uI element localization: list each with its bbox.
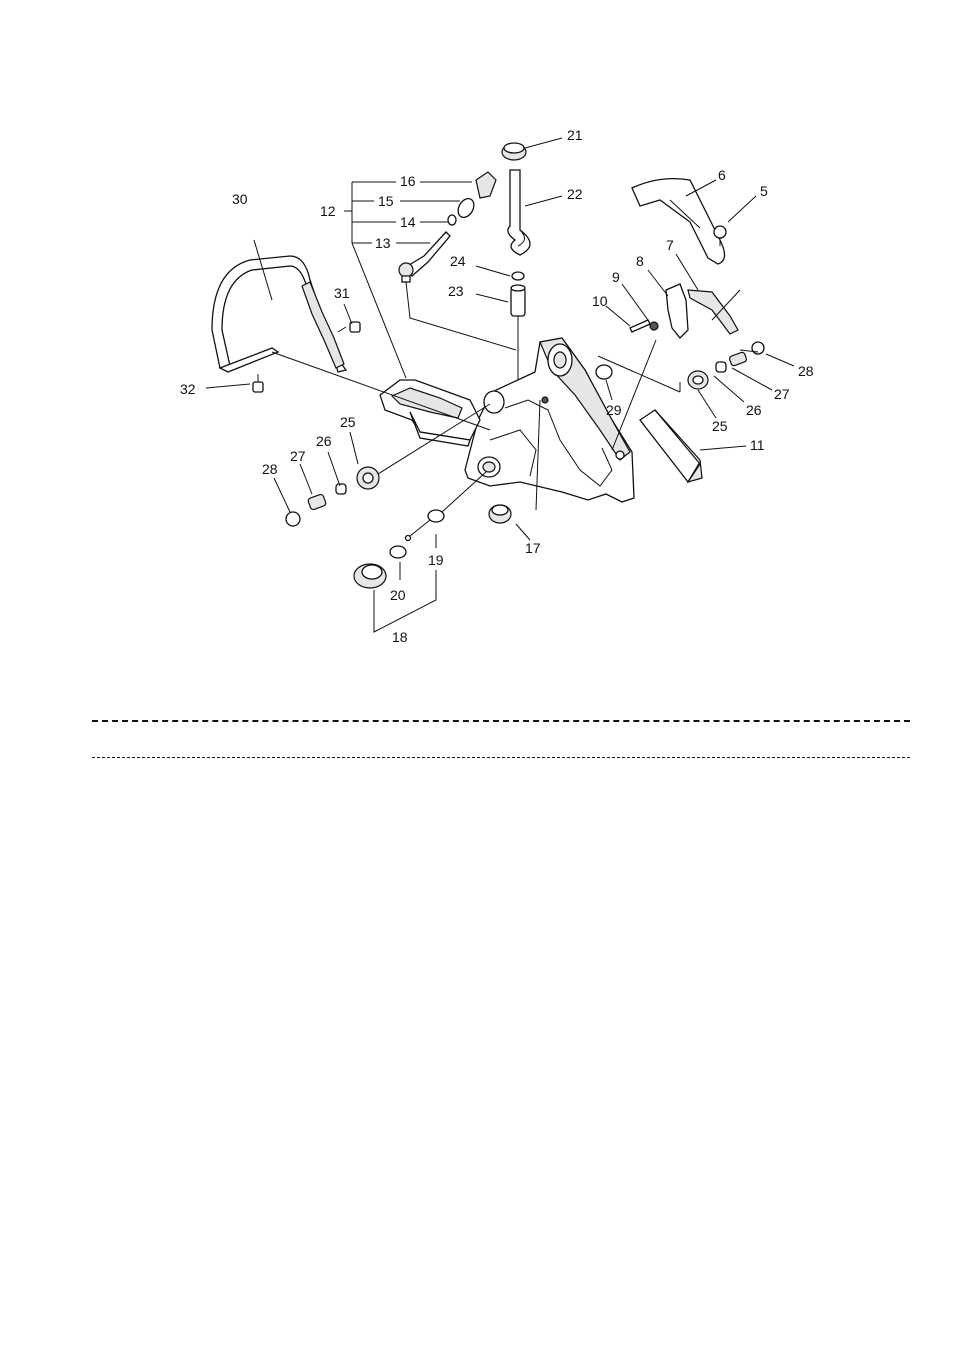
callout-24: 24: [450, 253, 466, 269]
part-25-left: [357, 467, 379, 489]
callout-6: 6: [718, 167, 726, 183]
part-28-right: [752, 342, 764, 354]
callout-labels: 21 22 16 15 12 14 13 24 23 30 31 32 6 5 …: [180, 127, 814, 645]
callout-29: 29: [606, 402, 622, 418]
part-29-plug: [596, 365, 612, 379]
part-25-right: [688, 371, 708, 389]
part-20: [390, 546, 406, 558]
part-26-left: [336, 484, 346, 494]
callout-27-left: 27: [290, 448, 306, 464]
callout-15: 15: [378, 193, 394, 209]
callout-32: 32: [180, 381, 196, 397]
part-27-left: [307, 494, 326, 511]
separator-line-top: [92, 720, 910, 722]
callout-13: 13: [375, 235, 391, 251]
part-14: [448, 215, 456, 225]
part-27-right: [729, 352, 747, 367]
callout-17: 17: [525, 540, 541, 556]
callout-30: 30: [232, 191, 248, 207]
callout-28-right: 28: [798, 363, 814, 379]
callout-14: 14: [400, 214, 416, 230]
callout-25-left: 25: [340, 414, 356, 430]
part-6: [632, 179, 725, 264]
callout-27-right: 27: [774, 386, 790, 402]
callout-18: 18: [392, 629, 408, 645]
part-8: [666, 284, 688, 338]
part-7: [688, 290, 738, 334]
part-24: [512, 272, 524, 280]
callout-7: 7: [666, 237, 674, 253]
callout-20: 20: [390, 587, 406, 603]
callout-22: 22: [567, 186, 583, 202]
screw-32: [253, 374, 263, 392]
part-13: [399, 232, 450, 282]
separator-line-bottom: [92, 757, 910, 758]
callout-5: 5: [760, 183, 768, 199]
part-10: [630, 320, 650, 332]
callout-10: 10: [592, 293, 608, 309]
callout-26-left: 26: [316, 433, 332, 449]
part-19: [406, 510, 445, 541]
callout-21: 21: [567, 127, 583, 143]
part-15: [455, 196, 477, 220]
exploded-parts-diagram: 21 22 16 15 12 14 13 24 23 30 31 32 6 5 …: [0, 0, 954, 700]
screw-31: [338, 322, 360, 332]
callout-9: 9: [612, 269, 620, 285]
throttle-frame: [380, 380, 480, 446]
part-28-left: [286, 512, 300, 526]
callout-19: 19: [428, 552, 444, 568]
callout-8: 8: [636, 253, 644, 269]
callout-26-right: 26: [746, 402, 762, 418]
handle-housing: [465, 338, 634, 502]
part-18: [354, 564, 386, 588]
part-11: [640, 410, 702, 482]
callout-23: 23: [448, 283, 464, 299]
callout-31: 31: [334, 285, 350, 301]
callout-16: 16: [400, 173, 416, 189]
part-23: [511, 285, 525, 316]
part-16: [476, 172, 496, 198]
callout-28-left: 28: [262, 461, 278, 477]
callout-25-right: 25: [712, 418, 728, 434]
part-22: [508, 170, 530, 255]
callout-11: 11: [750, 437, 765, 453]
part-21: [502, 143, 526, 160]
callout-12: 12: [320, 203, 336, 219]
part-9: [650, 322, 658, 330]
part-17: [489, 505, 511, 523]
part-26-right: [716, 362, 726, 372]
